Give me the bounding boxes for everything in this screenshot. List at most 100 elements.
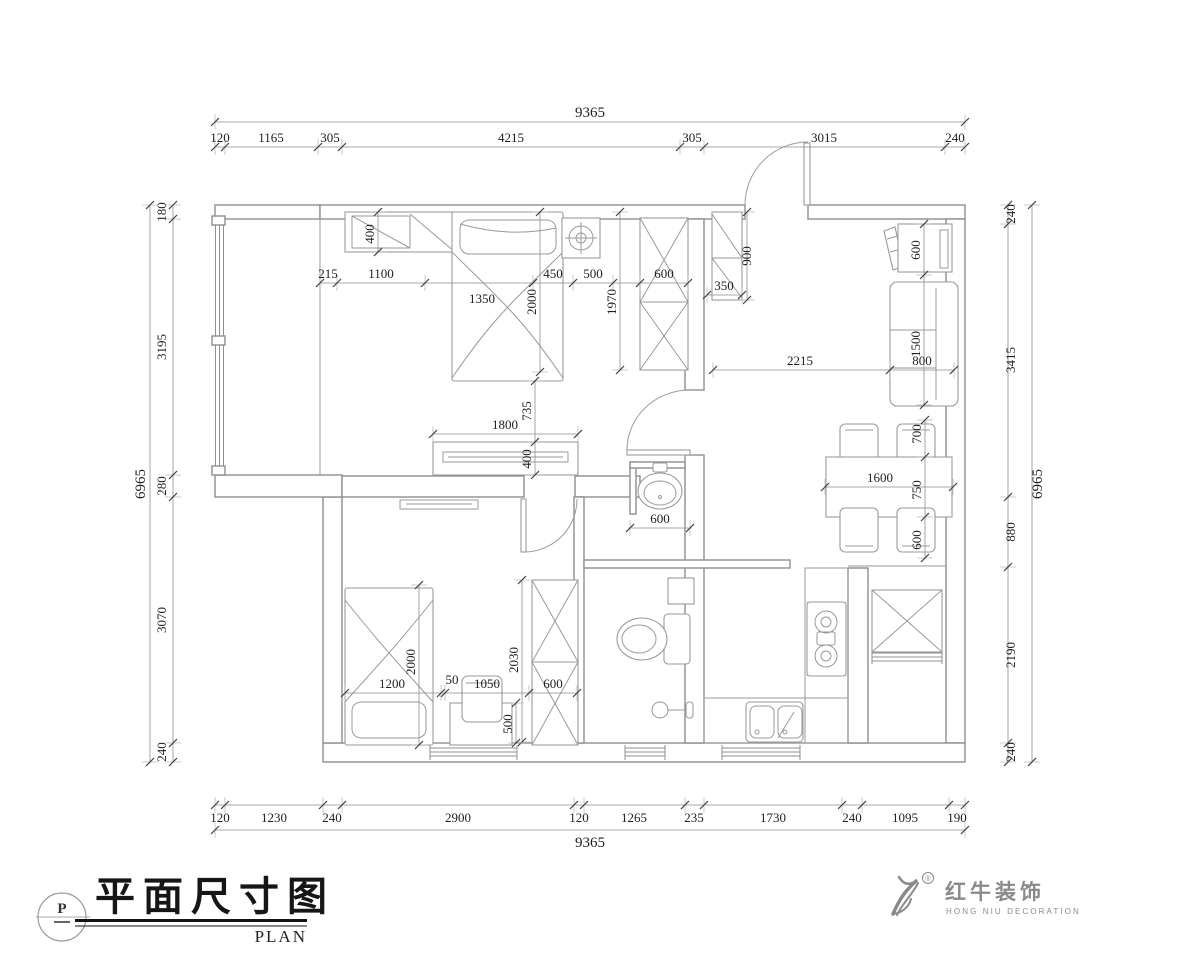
dim-label: 2190 [1003,642,1018,668]
dim-label: 120 [210,130,230,145]
dim-label: 800 [912,353,932,368]
dim-label: 180 [154,202,169,222]
dim-label: 235 [684,810,704,825]
dim-label: 120 [210,810,230,825]
master-tv-cabinet [432,441,579,476]
stove [806,601,847,677]
wash-basin [637,462,683,510]
dim-label: 1970 [604,289,619,315]
dining-set [825,423,953,553]
window-bathroom [624,745,666,760]
dim-label: 3195 [154,334,169,360]
window-kitchen [721,745,801,760]
registered-mark-circle [922,872,934,884]
dim-label: 600 [650,511,670,526]
master-bed [451,211,564,382]
dim-label: 450 [543,266,563,281]
plan-mark: P [57,901,66,917]
nightstand [561,217,601,259]
dim-label: 50 [446,672,459,687]
dim-label: 1200 [379,676,405,691]
dim-label: 600 [543,676,563,691]
dim-label: 1600 [867,470,893,485]
dim-label: 280 [154,476,169,496]
page-title-en: PLAN [255,927,307,946]
dim-label: 1800 [492,417,518,432]
bedroom2-door [520,498,578,553]
dim-label: 400 [362,224,377,244]
kitchen-counter [703,567,849,744]
dim-label: 500 [500,714,515,734]
window-bedroom2 [429,745,518,760]
dim-label: 240 [154,742,169,762]
master-wardrobe-tall [639,217,689,371]
page-title: 平面尺寸图 [95,874,335,920]
doors [520,141,811,719]
dim-label: 6965 [1030,469,1046,499]
side-table [897,223,953,273]
dim-label: 1730 [760,810,786,825]
kitchen-sink [745,701,804,743]
dim-label: 735 [519,401,534,421]
dim-label: 215 [318,266,338,281]
dim-label: 240 [1003,742,1018,762]
dim-label: 1095 [892,810,918,825]
dim-label: 4215 [498,130,524,145]
dim-label: 1500 [908,331,923,357]
dim-label: 600 [909,530,924,550]
dim-label: 240 [1003,204,1018,224]
furniture [344,211,959,746]
brand-name-en: HONG NIU DECORATION [946,907,1081,916]
dimension-labels: 9365 120 1165 305 4215 305 3015 240 120 … [133,105,1046,851]
dim-label: 500 [583,266,603,281]
bedroom2-desk [449,675,513,746]
dim-label: 900 [739,246,754,266]
dim-label: 2000 [524,289,539,315]
dim-label: 600 [654,266,674,281]
dim-label: 9365 [575,105,605,121]
dim-label: 2900 [445,810,471,825]
dim-label: 190 [947,810,967,825]
dim-label: 350 [714,278,734,293]
bedroom1-door [626,389,691,456]
dim-label: 240 [842,810,862,825]
logo: ® 红牛装饰 HONG NIU DECORATION [891,872,1081,916]
dim-label: 2215 [787,353,813,368]
entry-shoe-cabinet [711,211,743,301]
dim-label: 6965 [133,469,149,499]
bedroom2-bed [344,587,434,746]
plan-mark-circle [37,892,87,942]
dim-label: 750 [909,480,924,500]
dim-label: 240 [322,810,342,825]
dimension-lines [142,114,1040,838]
registered-mark: ® [925,875,931,883]
dim-label: 2000 [403,649,418,675]
dim-label: 1050 [474,676,500,691]
dim-label: 1100 [368,266,394,281]
dim-label: 3415 [1003,347,1018,373]
dim-label: 305 [682,130,702,145]
service-cabinet [871,589,943,653]
dim-label: 880 [1003,522,1018,542]
bedroom2-tv-panel [399,499,479,510]
dim-label: 1165 [258,130,284,145]
dim-label: 240 [945,130,965,145]
dim-label: 400 [519,449,534,469]
dim-label: 1230 [261,810,287,825]
dim-label: 3015 [811,130,837,145]
dim-label: 2030 [506,647,521,673]
master-wardrobe-top [344,211,456,253]
bath-cabinet [667,577,695,605]
dim-label: 305 [320,130,340,145]
bedroom2-wardrobe [531,579,579,746]
dim-label: 700 [909,424,924,444]
entry-door [744,141,811,206]
toilet [616,613,691,665]
windows [211,215,943,760]
bathroom-door-handle [651,701,694,719]
dim-label: 120 [569,810,589,825]
dim-label: 3070 [154,607,169,633]
dim-label: 600 [908,240,923,260]
